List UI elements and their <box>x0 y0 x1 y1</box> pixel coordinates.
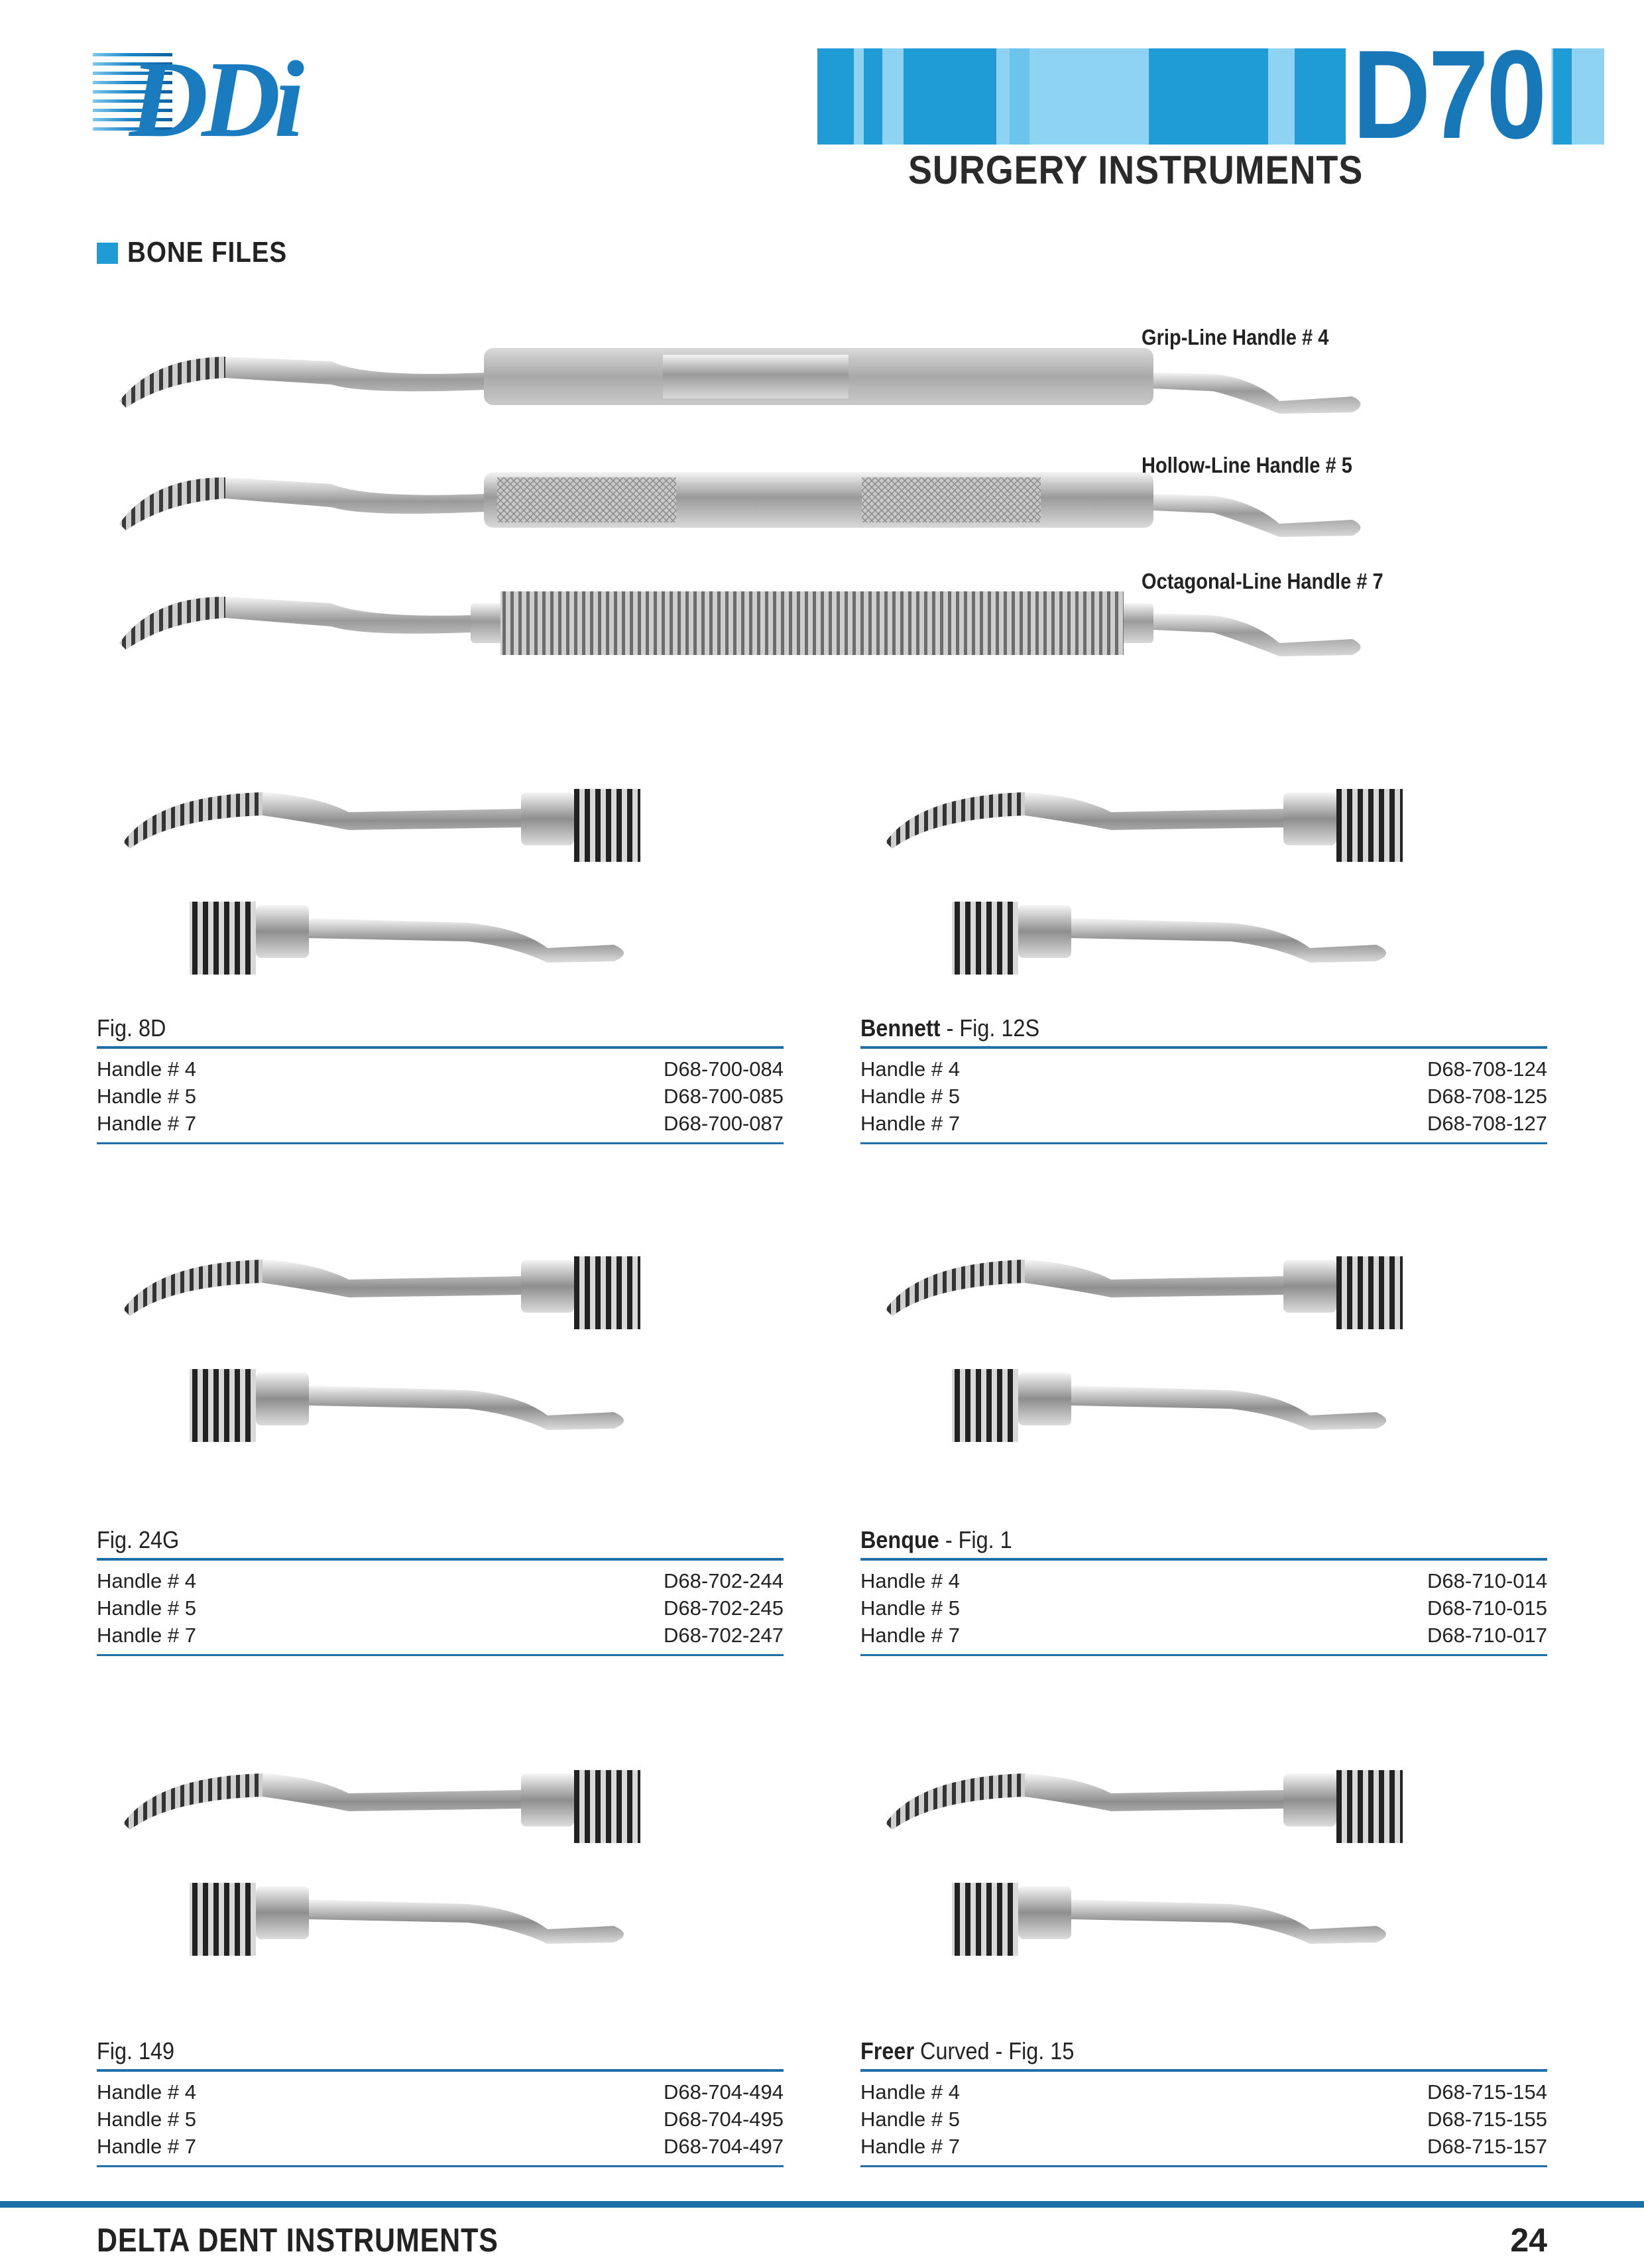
table-bottom-rule <box>860 1142 1547 1144</box>
fig-24g-instrument-image <box>97 1243 799 1462</box>
table-top-rule <box>97 1558 784 1561</box>
table-bottom-rule <box>97 1142 784 1144</box>
table-bottom-rule <box>860 1654 1547 1656</box>
figure-title: Freer Curved - Fig. 15 <box>860 2037 1075 2064</box>
table-bottom-rule <box>97 1654 784 1656</box>
overview-label-grip: Grip-Line Handle # 4 <box>1142 325 1329 349</box>
section-marker-square <box>97 243 118 264</box>
overview-label-hollow: Hollow-Line Handle # 5 <box>1142 453 1352 477</box>
svg-text:DDi: DDi <box>128 46 304 146</box>
table-top-rule <box>860 1046 1547 1049</box>
figure-title: Fig. 24G <box>97 1526 180 1553</box>
section-title: BONE FILES <box>127 236 288 269</box>
figure-title: Bennett - Fig. 12S <box>860 1014 1040 1042</box>
figure-title: Benque - Fig. 1 <box>860 1526 1012 1553</box>
table-bottom-rule <box>860 2165 1547 2167</box>
page-number: 24 <box>1510 2222 1547 2259</box>
grip-handle-instrument-image <box>119 348 1361 414</box>
fig-149-instrument-image <box>97 1757 799 1976</box>
table-top-rule <box>860 2069 1547 2072</box>
benque-fig-1-instrument-image <box>859 1243 1562 1462</box>
footer-brand: DELTA DENT INSTRUMENTS <box>97 2222 499 2259</box>
figure-title: Fig. 149 <box>97 2037 175 2064</box>
hollow-handle-instrument-image <box>119 472 1361 537</box>
table-top-rule <box>97 1046 784 1049</box>
overview-label-octagonal: Octagonal-Line Handle # 7 <box>1142 569 1383 593</box>
figure-title: Fig. 8D <box>97 1014 166 1042</box>
page-subtitle: SURGERY INSTRUMENTS <box>908 148 1364 192</box>
ddi-logo: DDi <box>93 46 311 146</box>
freer-curved-fig-15-instrument-image <box>859 1757 1562 1976</box>
bennett-fig-12s-instrument-image <box>859 776 1562 994</box>
footer-rule <box>0 2201 1644 2208</box>
table-top-rule <box>860 1558 1547 1561</box>
fig-8d-instrument-image <box>97 776 799 994</box>
table-bottom-rule <box>97 2165 784 2167</box>
catalog-code: D70 <box>1346 32 1552 158</box>
table-top-rule <box>97 2069 784 2072</box>
octagonal-handle-instrument-image <box>119 591 1361 656</box>
